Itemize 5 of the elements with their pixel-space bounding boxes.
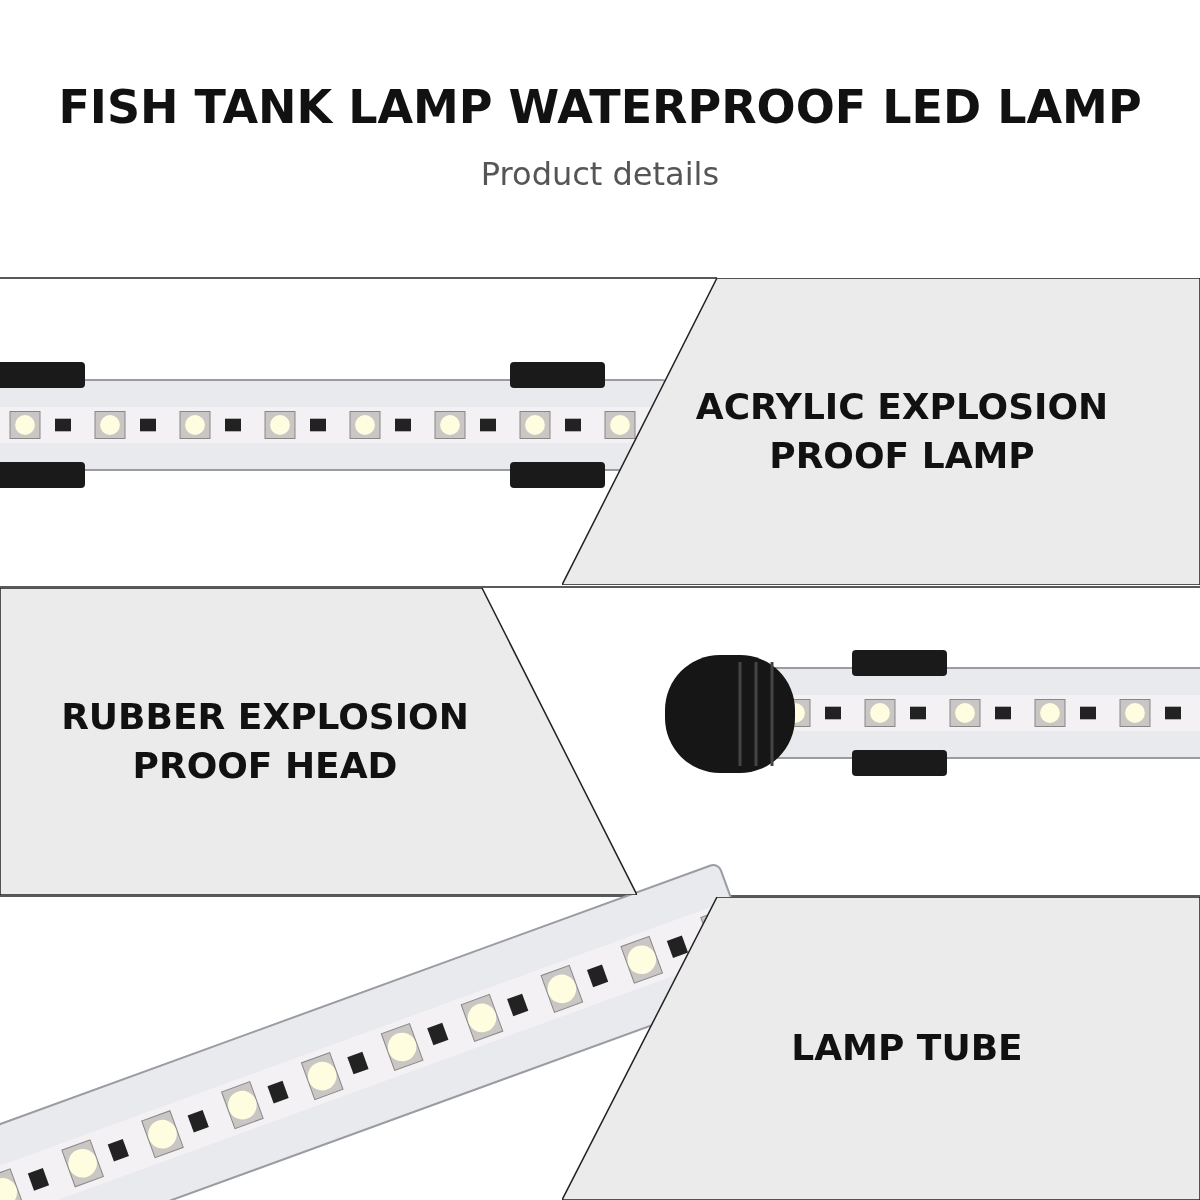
panel-heading: RUBBER EXPLOSION PROOF HEAD (60, 695, 470, 788)
page-title: FISH TANK LAMP WATERPROOF LED LAMP (57, 80, 1143, 134)
panel-heading: LAMP TUBE (790, 1026, 1024, 1070)
panel-heading: ACRYLIC EXPLOSION PROOF LAMP (694, 385, 1110, 478)
subtitle: Product details (479, 155, 721, 193)
